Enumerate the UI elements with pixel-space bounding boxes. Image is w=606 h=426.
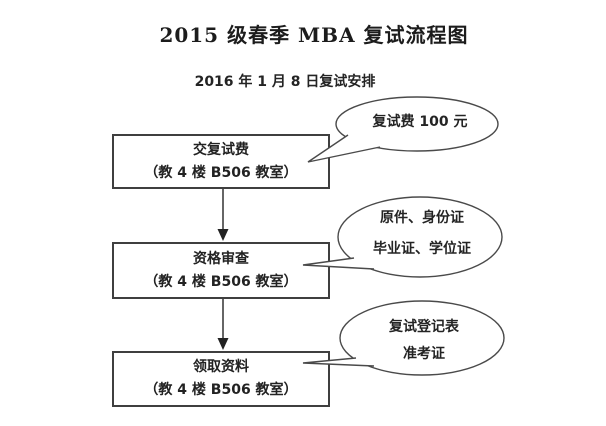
- flow-step-location: （教 4 楼 B506 教室）: [144, 273, 298, 290]
- down-arrow-icon: [217, 299, 229, 350]
- callout-line: 复试费 100 元: [372, 114, 468, 130]
- callout-documents: 原件、身份证 毕业证、学位证: [340, 203, 504, 265]
- flow-step-location: （教 4 楼 B506 教室）: [144, 382, 298, 398]
- flow-step-collect-materials: 领取资料 （教 4 楼 B506 教室）: [112, 351, 330, 407]
- callout-line: 毕业证、学位证: [373, 241, 471, 257]
- callout-line: 准考证: [403, 346, 445, 362]
- flow-step-location: （教 4 楼 B506 教室）: [144, 164, 298, 181]
- callout-registration: 复试登记表 准考证: [342, 314, 506, 368]
- flow-step-label: 交复试费: [193, 141, 249, 158]
- callout-line: 原件、身份证: [380, 210, 464, 226]
- callout-line: 复试登记表: [389, 319, 459, 335]
- down-arrow-icon: [217, 189, 229, 241]
- flow-step-label: 资格审查: [193, 250, 249, 267]
- page-title: 2015 级春季 MBA 复试流程图: [159, 23, 469, 47]
- flow-step-pay-fee: 交复试费 （教 4 楼 B506 教室）: [112, 134, 330, 189]
- flow-step-label: 领取资料: [193, 359, 249, 375]
- flow-step-qualification-check: 资格审查 （教 4 楼 B506 教室）: [112, 242, 330, 299]
- callout-fee: 复试费 100 元: [338, 112, 502, 133]
- page-subtitle: 2016 年 1 月 8 日复试安排: [194, 74, 376, 90]
